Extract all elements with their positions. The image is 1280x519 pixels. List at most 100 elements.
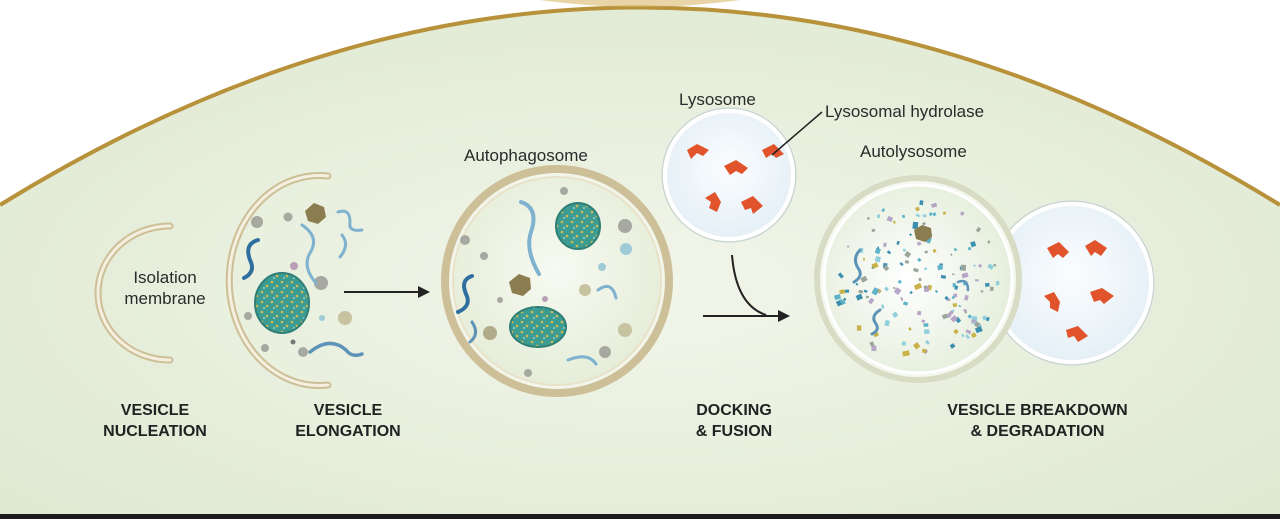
- fragment: [903, 301, 909, 306]
- lysosomal-hydrolase-label: Lysosomal hydrolase: [825, 102, 985, 121]
- fragment: [869, 341, 875, 347]
- lysosome-label: Lysosome: [679, 90, 756, 109]
- fragment: [877, 289, 882, 293]
- fragment: [886, 216, 894, 223]
- fragment: [881, 208, 886, 213]
- autolysosome: [814, 175, 1155, 383]
- fragment: [965, 329, 972, 335]
- fragment: [833, 294, 842, 301]
- fragment: [924, 329, 930, 334]
- fragment: [877, 246, 880, 250]
- autolysosome-label: Autolysosome: [860, 142, 967, 161]
- fragment: [866, 216, 871, 221]
- fragment: [953, 247, 958, 252]
- docking-curve: [731, 254, 767, 316]
- fragment: [947, 298, 951, 302]
- fragment: [863, 289, 868, 293]
- cell-top-highlight: [540, 0, 740, 7]
- fragment: [949, 343, 956, 349]
- fragment: [871, 228, 876, 233]
- fragment: [839, 298, 845, 304]
- fragment: [897, 279, 902, 284]
- stage-label-elongation: VESICLE ELONGATION: [268, 400, 428, 442]
- fragment: [839, 289, 846, 295]
- fragment: [978, 263, 983, 268]
- isolation-membrane-label: Isolation membrane: [111, 267, 219, 309]
- fragment: [960, 211, 965, 216]
- fragment: [932, 248, 937, 254]
- fragment: [909, 290, 913, 295]
- autophagosome-label: Autophagosome: [464, 146, 588, 165]
- fragment: [908, 326, 912, 331]
- bottom-frame-line: [0, 514, 1280, 519]
- hydrolase-enzyme: [705, 192, 721, 212]
- fragment: [975, 226, 982, 233]
- fragment: [868, 297, 875, 305]
- fragment: [846, 245, 850, 248]
- fragment: [916, 241, 922, 246]
- fragment: [924, 250, 929, 254]
- fragment: [923, 285, 928, 290]
- fragment: [947, 310, 954, 317]
- mitochondrion: [254, 272, 310, 334]
- fragment: [856, 325, 862, 331]
- fragment: [967, 247, 972, 251]
- cell-membrane: [0, 5, 1280, 207]
- fragment: [952, 283, 956, 288]
- fragment: [916, 310, 922, 316]
- stage-label-line1: VESICLE: [313, 402, 383, 419]
- hydrolase-enzyme: [1066, 326, 1088, 342]
- isolation-membrane-label-line2: membrane: [124, 289, 206, 308]
- fragment: [925, 339, 931, 345]
- fragment: [871, 287, 880, 296]
- fragment: [871, 262, 879, 269]
- fragment: [961, 333, 965, 338]
- fragment: [970, 332, 977, 339]
- fragment: [928, 212, 933, 217]
- fragment: [987, 263, 994, 270]
- fragment: [902, 350, 910, 357]
- fragment: [974, 326, 983, 334]
- fragment: [967, 314, 972, 319]
- fragment: [940, 274, 947, 279]
- fragment: [901, 341, 906, 346]
- fragment: [943, 211, 946, 215]
- fragment: [915, 213, 921, 218]
- fragment: [899, 262, 904, 266]
- fragment: [950, 315, 958, 323]
- hydrolase-leader-line: [771, 111, 823, 156]
- fragment: [921, 348, 927, 354]
- stage-label-line2: & FUSION: [695, 423, 773, 440]
- autophagosome: [441, 165, 673, 397]
- fragment: [952, 273, 955, 276]
- stage-label-docking: DOCKING & FUSION: [664, 400, 804, 442]
- fragment: [909, 233, 913, 237]
- fragment: [843, 297, 847, 301]
- stage-label-line1: VESICLE: [120, 402, 190, 419]
- fragment: [904, 251, 912, 259]
- fragment: [877, 214, 880, 219]
- fragment: [855, 282, 859, 286]
- stage-label-line2: ELONGATION: [295, 423, 401, 440]
- hydrolase-enzyme: [687, 144, 709, 159]
- fragment: [903, 248, 906, 252]
- fragment: [837, 272, 844, 279]
- fragment: [918, 277, 922, 282]
- peroxisome: [509, 274, 531, 296]
- fragment: [919, 200, 924, 206]
- peroxisome: [305, 203, 326, 224]
- hydrolase-enzyme: [741, 196, 763, 214]
- fragment: [874, 247, 881, 255]
- fragment: [886, 250, 892, 255]
- fragment: [900, 296, 904, 301]
- fragment: [973, 264, 976, 267]
- fragment: [982, 315, 988, 321]
- stage-label-line1: VESICLE BREAKDOWN: [947, 402, 1128, 419]
- stage-label-breakdown: VESICLE BREAKDOWN & DEGRADATION: [925, 400, 1150, 442]
- fragment: [881, 304, 885, 309]
- fragment: [974, 278, 979, 282]
- fragment: [954, 285, 959, 290]
- fragment: [995, 280, 1000, 286]
- fragment: [951, 295, 955, 300]
